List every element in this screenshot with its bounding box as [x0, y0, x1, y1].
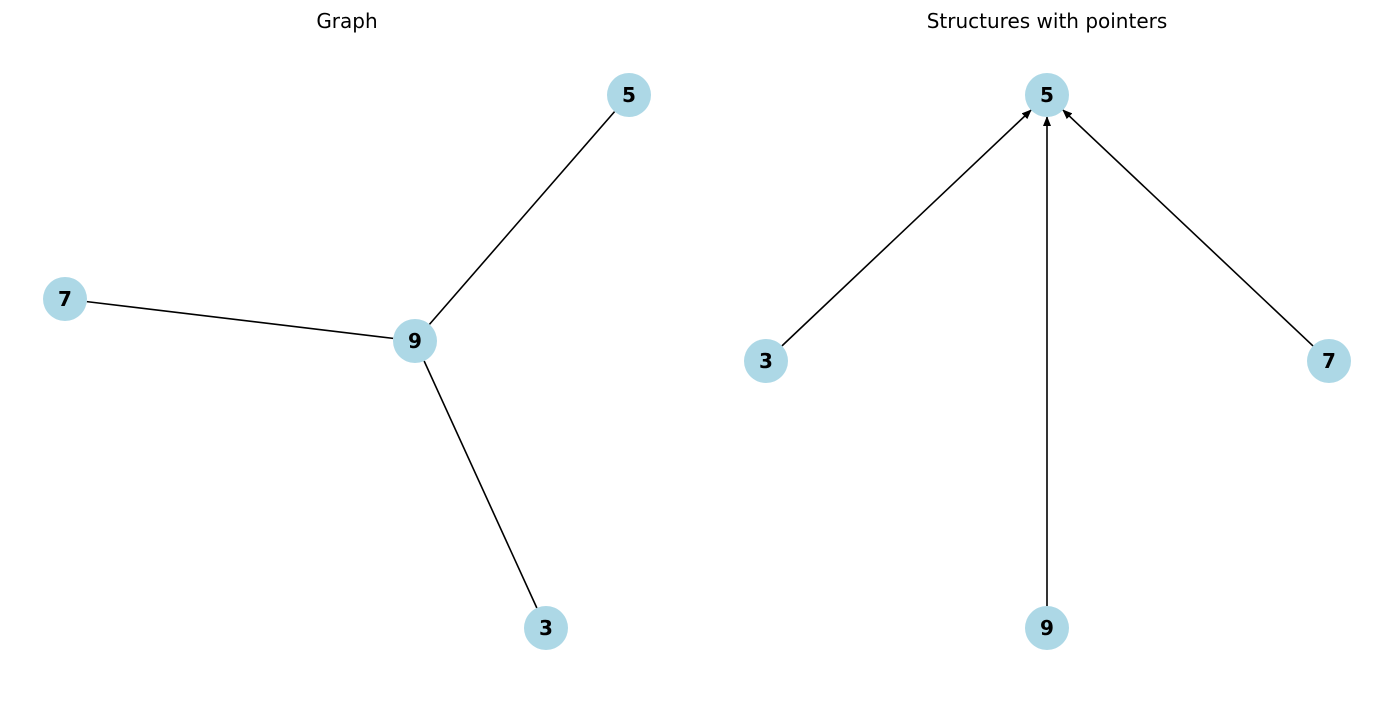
node-label: 9 — [1040, 616, 1054, 640]
graph-panel: Graph 5 7 9 3 — [43, 9, 651, 650]
graph-panel-title: Graph — [316, 9, 377, 33]
node-circle — [1025, 73, 1069, 117]
graph-edges — [86, 111, 616, 609]
node-circle — [524, 606, 568, 650]
pointers-nodes: 5 3 9 7 — [744, 73, 1351, 650]
node-circle — [744, 339, 788, 383]
graph-edge-9-5 — [428, 111, 616, 325]
graph-node-3: 3 — [524, 606, 568, 650]
pointers-edges — [781, 109, 1314, 606]
node-circle — [1025, 606, 1069, 650]
pointer-node-5: 5 — [1025, 73, 1069, 117]
node-label: 7 — [1322, 349, 1336, 373]
node-circle — [1307, 339, 1351, 383]
node-label: 3 — [539, 616, 553, 640]
node-circle — [393, 319, 437, 363]
graph-edge-9-7 — [86, 300, 394, 340]
node-circle — [43, 277, 87, 321]
node-label: 5 — [1040, 83, 1054, 107]
graph-node-9: 9 — [393, 319, 437, 363]
graph-edge-9-3 — [423, 360, 538, 609]
pointer-node-7: 7 — [1307, 339, 1351, 383]
pointer-node-9: 9 — [1025, 606, 1069, 650]
node-label: 7 — [58, 287, 72, 311]
pointer-node-3: 3 — [744, 339, 788, 383]
pointers-panel: Structures with pointers 5 3 9 7 — [744, 9, 1351, 650]
pointer-edge-7-5 — [1062, 109, 1314, 347]
node-label: 9 — [408, 329, 422, 353]
graph-node-7: 7 — [43, 277, 87, 321]
pointers-panel-title: Structures with pointers — [927, 9, 1168, 33]
graph-node-5: 5 — [607, 73, 651, 117]
node-label: 5 — [622, 83, 636, 107]
graph-nodes: 5 7 9 3 — [43, 73, 651, 650]
node-label: 3 — [759, 349, 773, 373]
node-circle — [607, 73, 651, 117]
pointer-edge-3-5 — [781, 109, 1032, 347]
